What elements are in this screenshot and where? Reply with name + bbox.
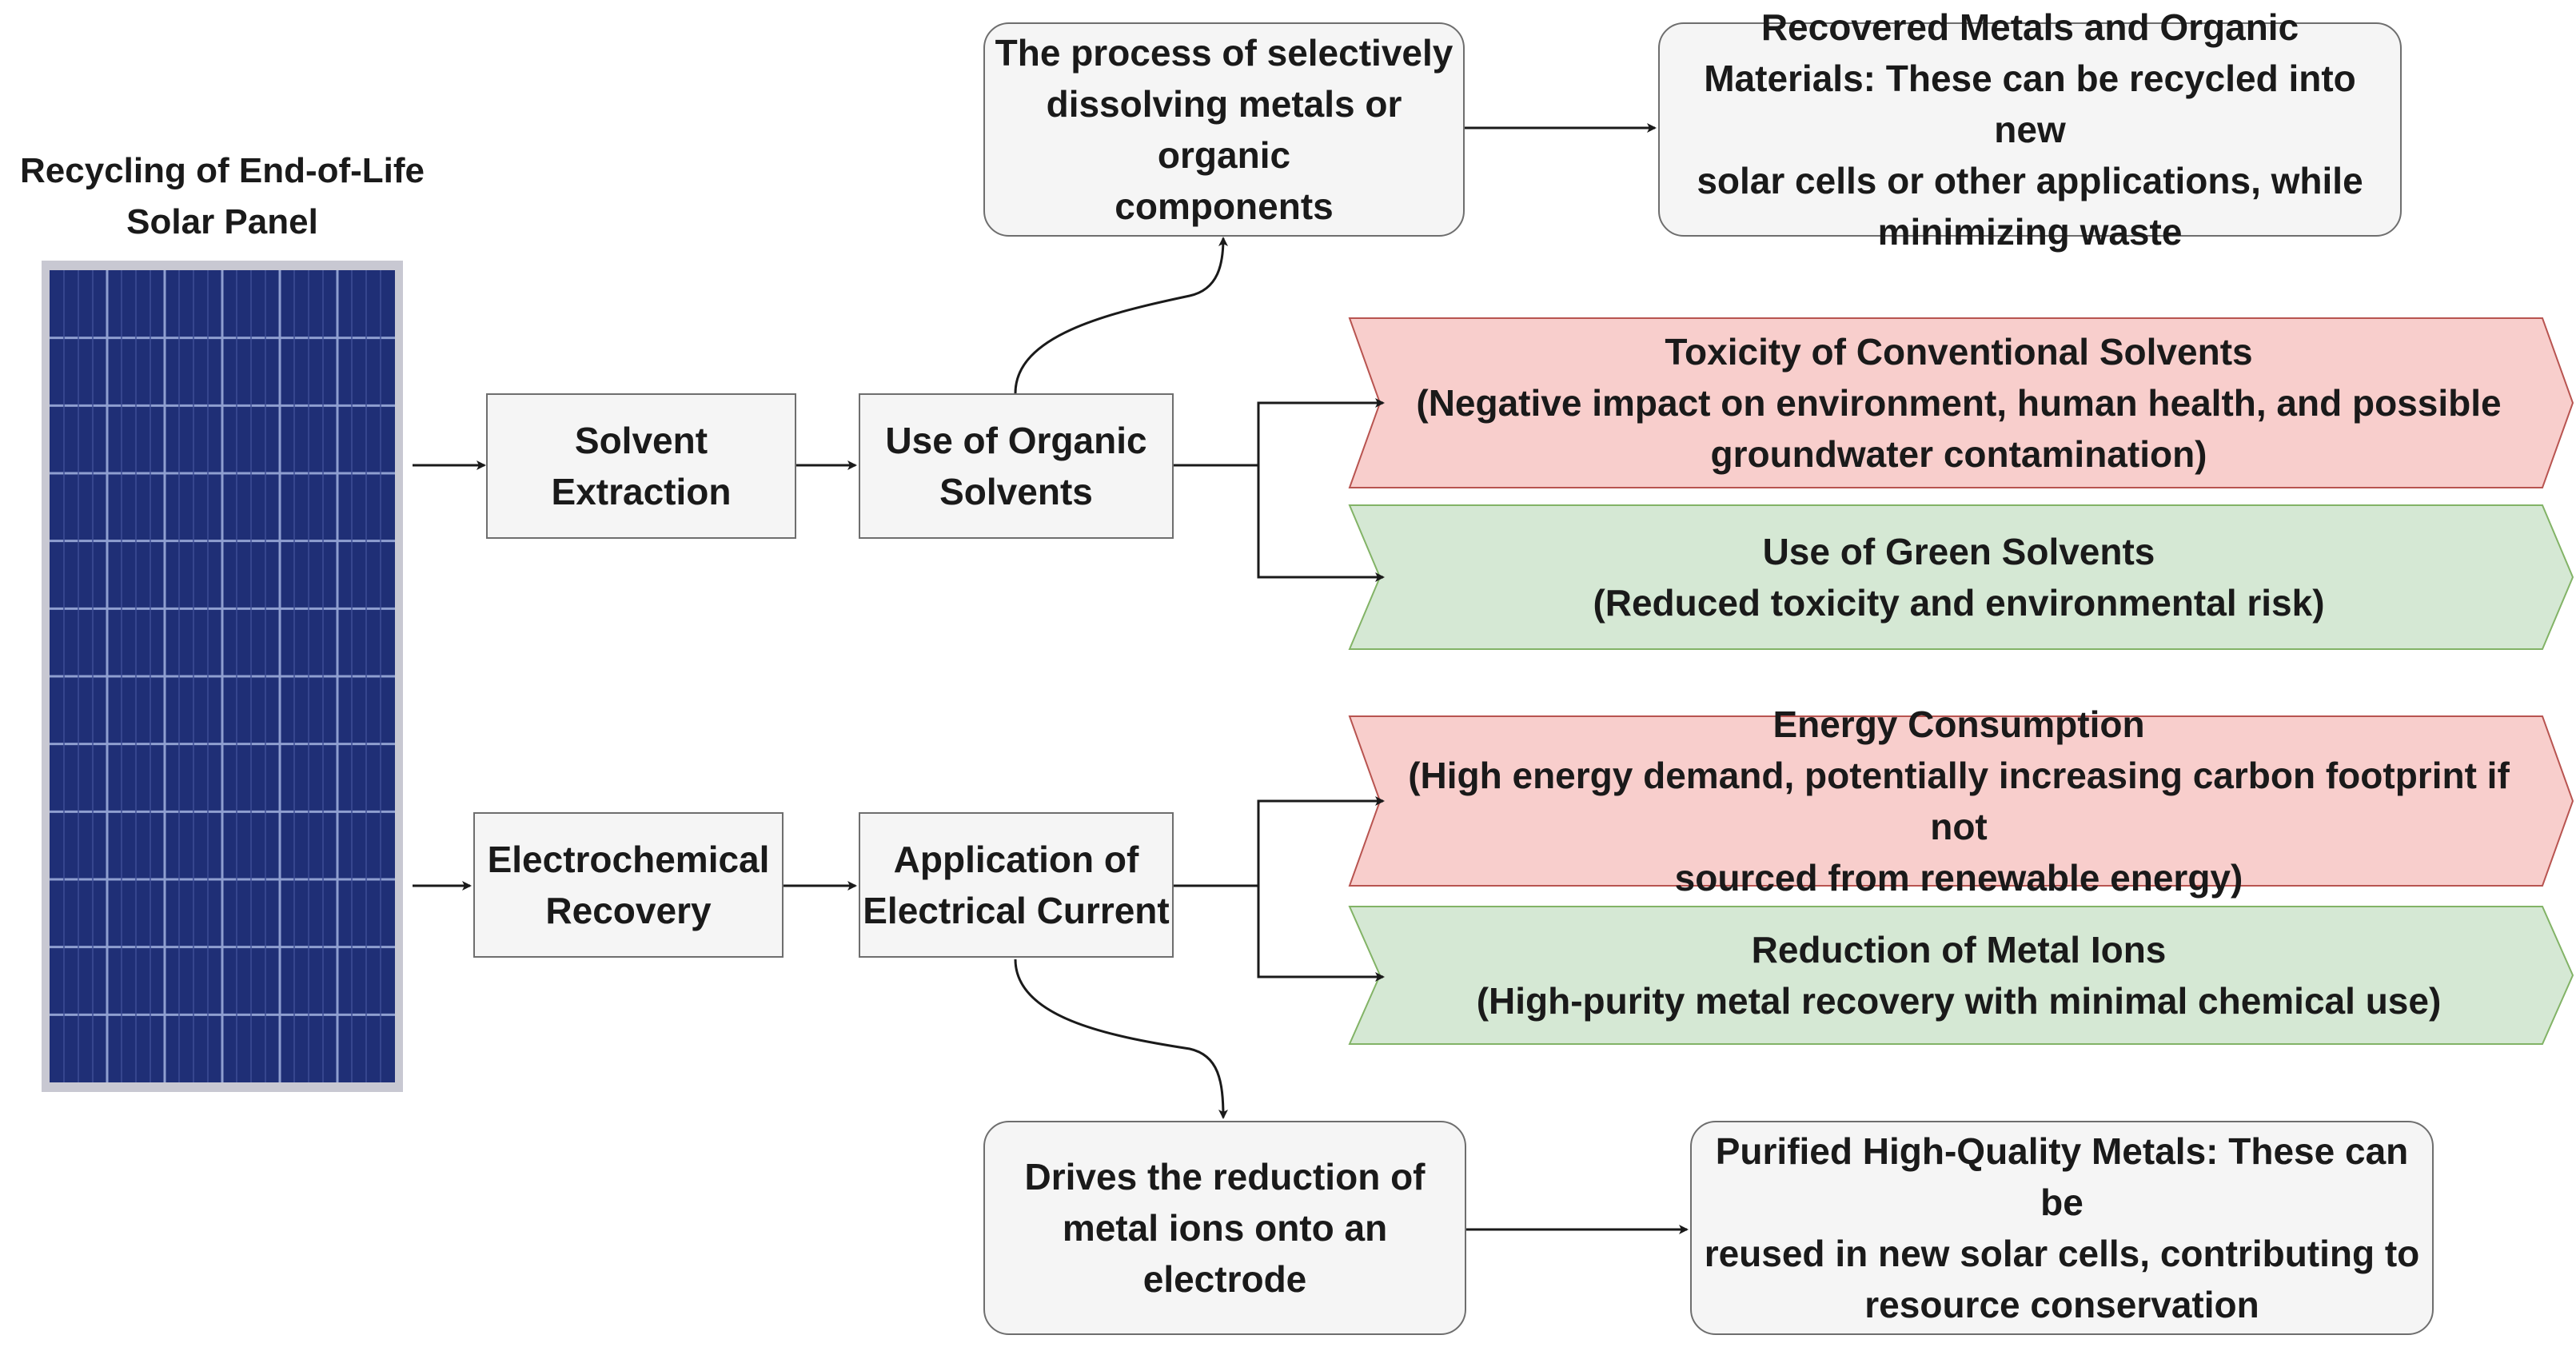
- electrical-current-box: Application of Electrical Current: [859, 812, 1174, 958]
- connector-organic-to-dissolving: [1014, 237, 1228, 394]
- purified-metals-label: Purified High-Quality Metals: These can …: [1704, 1130, 2420, 1325]
- recovered-metals-box: Recovered Metals and Organic Materials: …: [1658, 6, 2402, 253]
- purified-metals-box: Purified High-Quality Metals: These can …: [1690, 1121, 2434, 1335]
- metal-ions-outcome-label: Reduction of Metal Ions (High-purity met…: [1476, 929, 2442, 1022]
- connector-current-to-metal-ions: [1257, 886, 1385, 982]
- connector-current-to-energy: [1174, 796, 1385, 887]
- connectors: [413, 123, 1689, 1234]
- connector-organic-to-green: [1257, 465, 1385, 582]
- selective-dissolving-label: The process of selectively dissolving me…: [995, 32, 1453, 227]
- solvent-extraction-box: Solvent Extraction: [486, 393, 796, 539]
- electrochemical-recovery-box: Electrochemical Recovery: [473, 812, 784, 958]
- organic-solvents-box: Use of Organic Solvents: [859, 393, 1174, 539]
- drives-reduction-box: Drives the reduction of metal ions onto …: [983, 1121, 1466, 1335]
- solar-panel-image: [42, 261, 403, 1092]
- toxicity-outcome-label: Toxicity of Conventional Solvents (Negat…: [1416, 331, 2502, 475]
- recovered-metals-label: Recovered Metals and Organic Materials: …: [1697, 6, 2363, 253]
- energy-outcome-label: Energy Consumption (High energy demand, …: [1408, 703, 2510, 899]
- connector-organic-to-toxicity: [1174, 398, 1385, 467]
- connector-current-to-drives: [1014, 958, 1228, 1119]
- drives-reduction-label: Drives the reduction of metal ions onto …: [1024, 1156, 1426, 1300]
- electrochemical-recovery-label: Electrochemical Recovery: [487, 839, 770, 931]
- organic-solvents-label: Use of Organic Solvents: [885, 420, 1147, 512]
- panel-title: Recycling of End-of-Life Solar Panel: [20, 151, 425, 241]
- selective-dissolving-box: The process of selectively dissolving me…: [983, 22, 1465, 237]
- green-solvents-outcome-label: Use of Green Solvents (Reduced toxicity …: [1593, 531, 2325, 624]
- electrical-current-label: Application of Electrical Current: [863, 839, 1170, 931]
- solvent-extraction-label: Solvent Extraction: [551, 420, 732, 512]
